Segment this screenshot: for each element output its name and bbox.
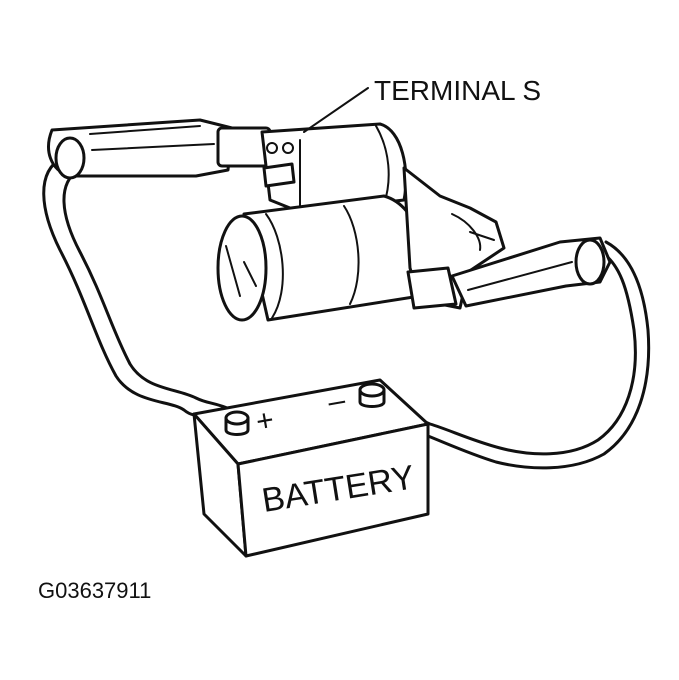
terminal-leader-line [303, 87, 369, 133]
terminal-label: TERMINAL S [374, 75, 541, 106]
negative-terminal [358, 382, 386, 408]
positive-cable [42, 156, 234, 420]
figure-code: G03637911 [38, 578, 151, 603]
plus-sign: + [253, 403, 276, 439]
positive-terminal [224, 410, 250, 436]
right-clamp [450, 236, 612, 308]
starter-motor [216, 122, 506, 322]
minus-sign: – [325, 383, 347, 418]
battery [192, 378, 430, 558]
left-clamp [47, 118, 272, 180]
